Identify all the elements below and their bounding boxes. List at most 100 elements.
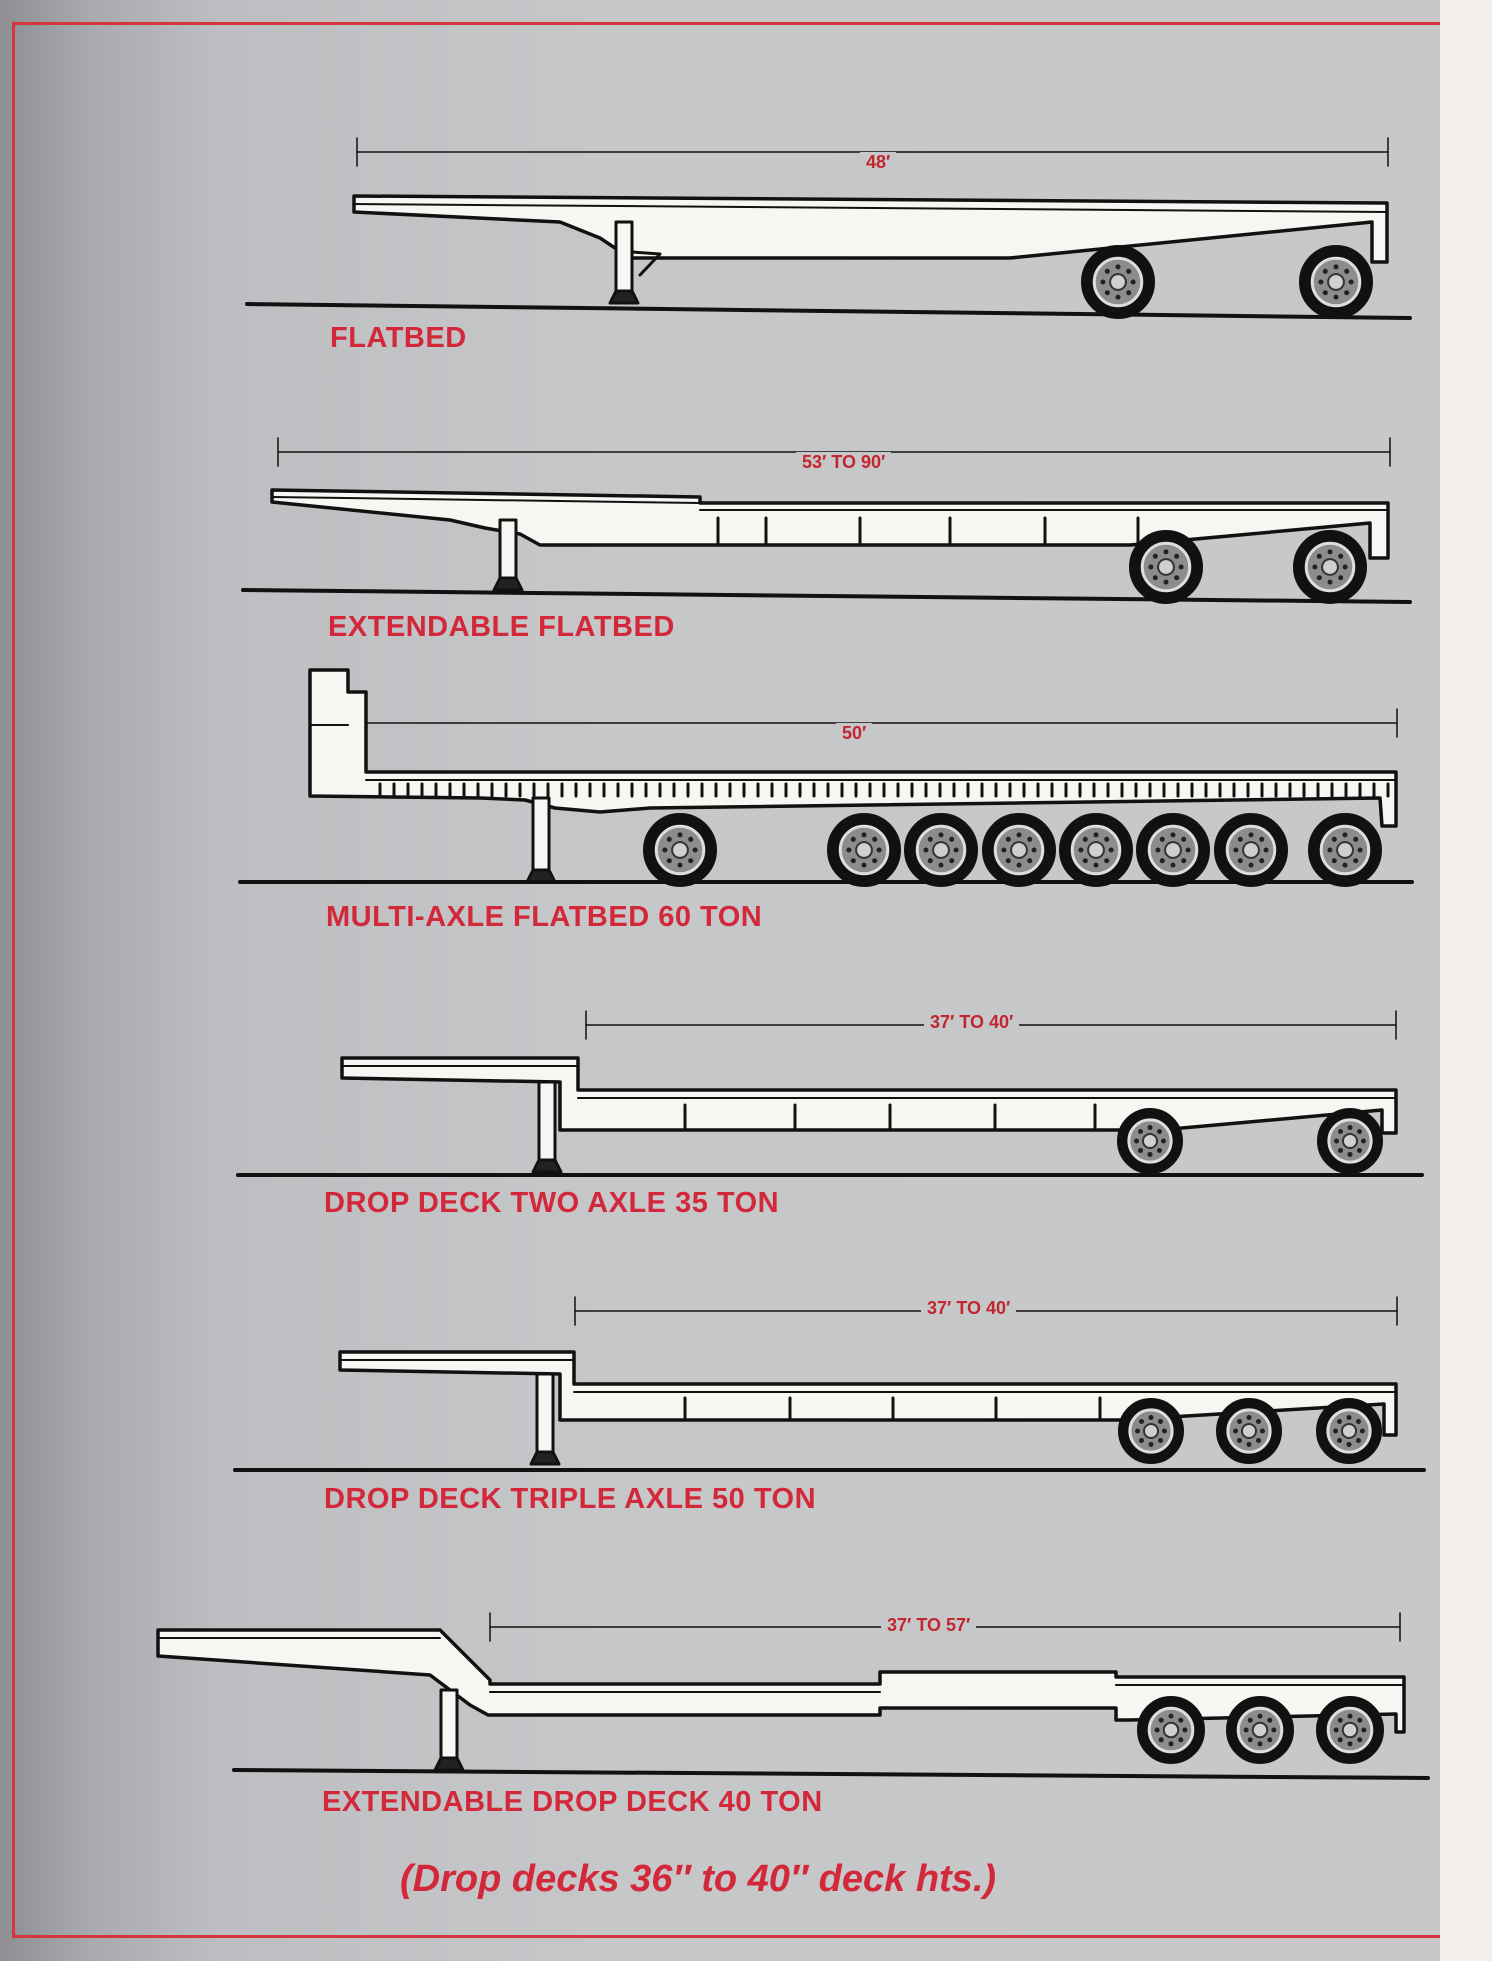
lug-nut [1327, 549, 1333, 555]
drop-deck-triple-drawing [233, 1296, 1426, 1472]
lug-nut [1346, 1441, 1352, 1447]
lug-nut [923, 847, 929, 853]
extendable-drop-deck-label: EXTENDABLE DROP DECK 40 TON [322, 1786, 823, 1818]
lug-nut [1256, 1438, 1262, 1444]
lug-nut [1267, 1717, 1273, 1723]
lug-nut [1126, 268, 1132, 274]
extendable-flatbed-deck [270, 488, 1390, 560]
lug-nut [1174, 553, 1180, 559]
lug-nut [1168, 1741, 1174, 1747]
lug-nut [1322, 290, 1328, 296]
drop-deck-triple-label: DROP DECK TRIPLE AXLE 50 TON [324, 1483, 817, 1515]
deck-height-footnote: (Drop decks 36″ to 40″ deck hts.) [400, 1858, 997, 1900]
lug-nut [1247, 1737, 1253, 1743]
lug-nut [846, 847, 852, 853]
lug-nut [1031, 847, 1037, 853]
lug-nut [1347, 1125, 1353, 1131]
lug-nut [1170, 832, 1176, 838]
lug-nut [1152, 553, 1158, 559]
lug-nut [1161, 1428, 1167, 1434]
lug-nut [949, 858, 955, 864]
lug-nut [1082, 836, 1088, 842]
wheel-hub [1109, 273, 1127, 291]
lug-nut [1348, 279, 1354, 285]
landing-gear-leg [614, 220, 634, 293]
lug-nut [1130, 279, 1136, 285]
lug-nut [1246, 1415, 1252, 1421]
lug-nut [1333, 294, 1339, 300]
lug-nut [1271, 1727, 1277, 1733]
lug-nut [1259, 836, 1265, 842]
lug-nut [1327, 579, 1333, 585]
lug-nut [1263, 847, 1269, 853]
lug-nut [1157, 1148, 1163, 1154]
multi-axle-gooseneck-deck [308, 668, 1398, 828]
lug-nut [677, 862, 683, 868]
lug-nut [938, 832, 944, 838]
lug-nut [1327, 847, 1333, 853]
lug-nut [1344, 268, 1350, 274]
lug-nut [1333, 1727, 1339, 1733]
lug-nut [1333, 1428, 1339, 1434]
landing-gear-brace [630, 250, 662, 277]
lug-nut [1181, 836, 1187, 842]
lug-nut [1158, 1438, 1164, 1444]
lug-nut [1138, 1418, 1144, 1424]
drop-deck-two-deck [340, 1056, 1398, 1135]
flatbed-dimension: 48′ [860, 152, 897, 173]
lug-nut [876, 847, 882, 853]
lug-nut [1093, 862, 1099, 868]
lug-nut [1346, 1415, 1352, 1421]
lug-nut [1163, 579, 1169, 585]
lug-nut [1360, 1138, 1366, 1144]
lug-nut [1147, 1151, 1153, 1157]
lug-nut [1137, 1148, 1143, 1154]
lug-nut [1104, 858, 1110, 864]
lug-nut [1148, 564, 1154, 570]
flatbed-label: FLATBED [330, 322, 467, 354]
lug-nut [1236, 1438, 1242, 1444]
lug-nut [1353, 836, 1359, 842]
lug-nut [1178, 1717, 1184, 1723]
flatbed-drawing [245, 137, 1412, 320]
landing-gear-leg [531, 796, 551, 872]
lug-nut [1259, 858, 1265, 864]
lug-nut [1178, 564, 1184, 570]
lug-nut [1158, 1418, 1164, 1424]
landing-gear-leg [498, 518, 518, 580]
lug-nut [1342, 564, 1348, 570]
lug-nut [1155, 847, 1161, 853]
multi-axle-label: MULTI-AXLE FLATBED 60 TON [326, 901, 763, 933]
multi-axle-drawing [238, 668, 1414, 887]
lug-nut [1178, 1737, 1184, 1743]
lug-nut [1338, 575, 1344, 581]
lug-nut [1322, 268, 1328, 274]
lug-nut [1347, 1713, 1353, 1719]
drop-deck-two-dimension: 37′ TO 40′ [924, 1012, 1020, 1033]
extendable-flatbed-label: EXTENDABLE FLATBED [328, 611, 675, 643]
lug-nut [953, 847, 959, 853]
lug-nut [1182, 1727, 1188, 1733]
wheel-hub [1141, 1132, 1159, 1150]
page-margin [1440, 0, 1492, 1961]
landing-gear-foot [529, 1450, 561, 1466]
lug-nut [1154, 1727, 1160, 1733]
lug-nut [1359, 1428, 1365, 1434]
lug-nut [1174, 575, 1180, 581]
wheel-hub [1010, 841, 1028, 859]
lug-nut [1257, 1713, 1263, 1719]
ground-line [245, 302, 1412, 320]
lug-nut [1318, 279, 1324, 285]
lug-nut [1246, 1441, 1252, 1447]
wheel-hub [1164, 841, 1182, 859]
wheel-hub [1162, 1721, 1180, 1739]
lug-nut [1312, 564, 1318, 570]
lug-nut [1016, 832, 1022, 838]
lug-nut [1160, 1138, 1166, 1144]
lug-nut [666, 836, 672, 842]
lug-nut [1147, 1125, 1153, 1131]
lug-nut [1135, 1428, 1141, 1434]
lug-nut [1337, 1148, 1343, 1154]
lug-nut [1316, 575, 1322, 581]
